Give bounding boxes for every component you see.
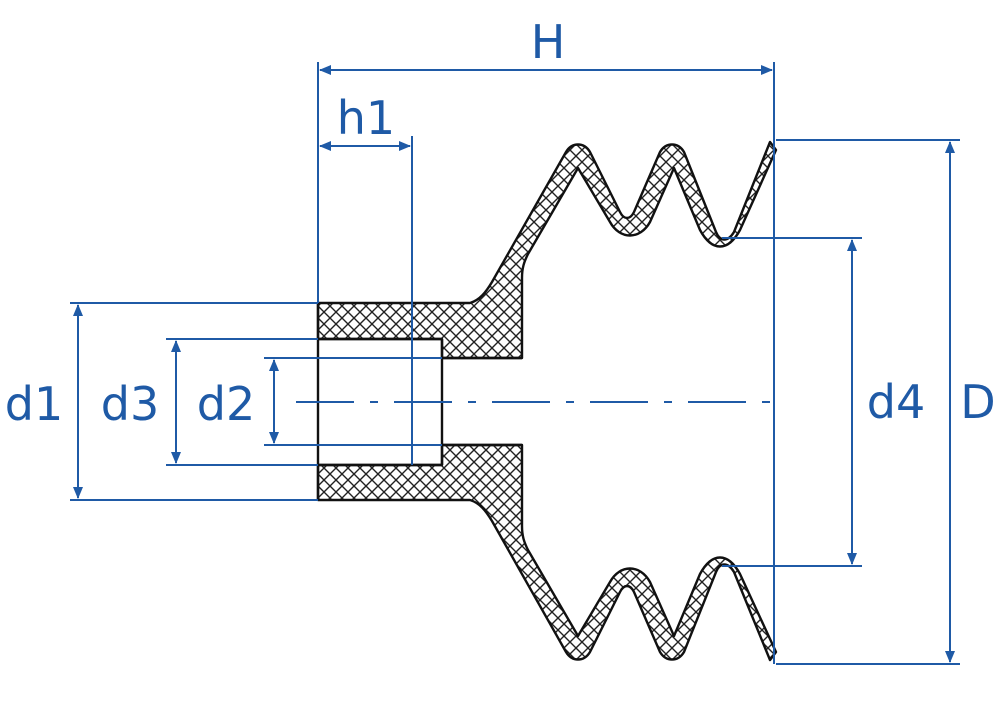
label-h1: h1 — [337, 91, 395, 145]
label-d2: d2 — [197, 377, 255, 431]
label-D: D — [960, 375, 995, 429]
section-bottom — [316, 443, 778, 662]
dimension-lines — [70, 62, 960, 665]
label-H: H — [531, 15, 566, 69]
part-section — [316, 140, 778, 662]
dimension-labels: H h1 d1 d3 d2 d4 D — [5, 15, 996, 431]
label-d3: d3 — [101, 377, 159, 431]
label-d1: d1 — [5, 377, 63, 431]
label-d4: d4 — [867, 375, 925, 429]
section-top — [316, 140, 778, 360]
